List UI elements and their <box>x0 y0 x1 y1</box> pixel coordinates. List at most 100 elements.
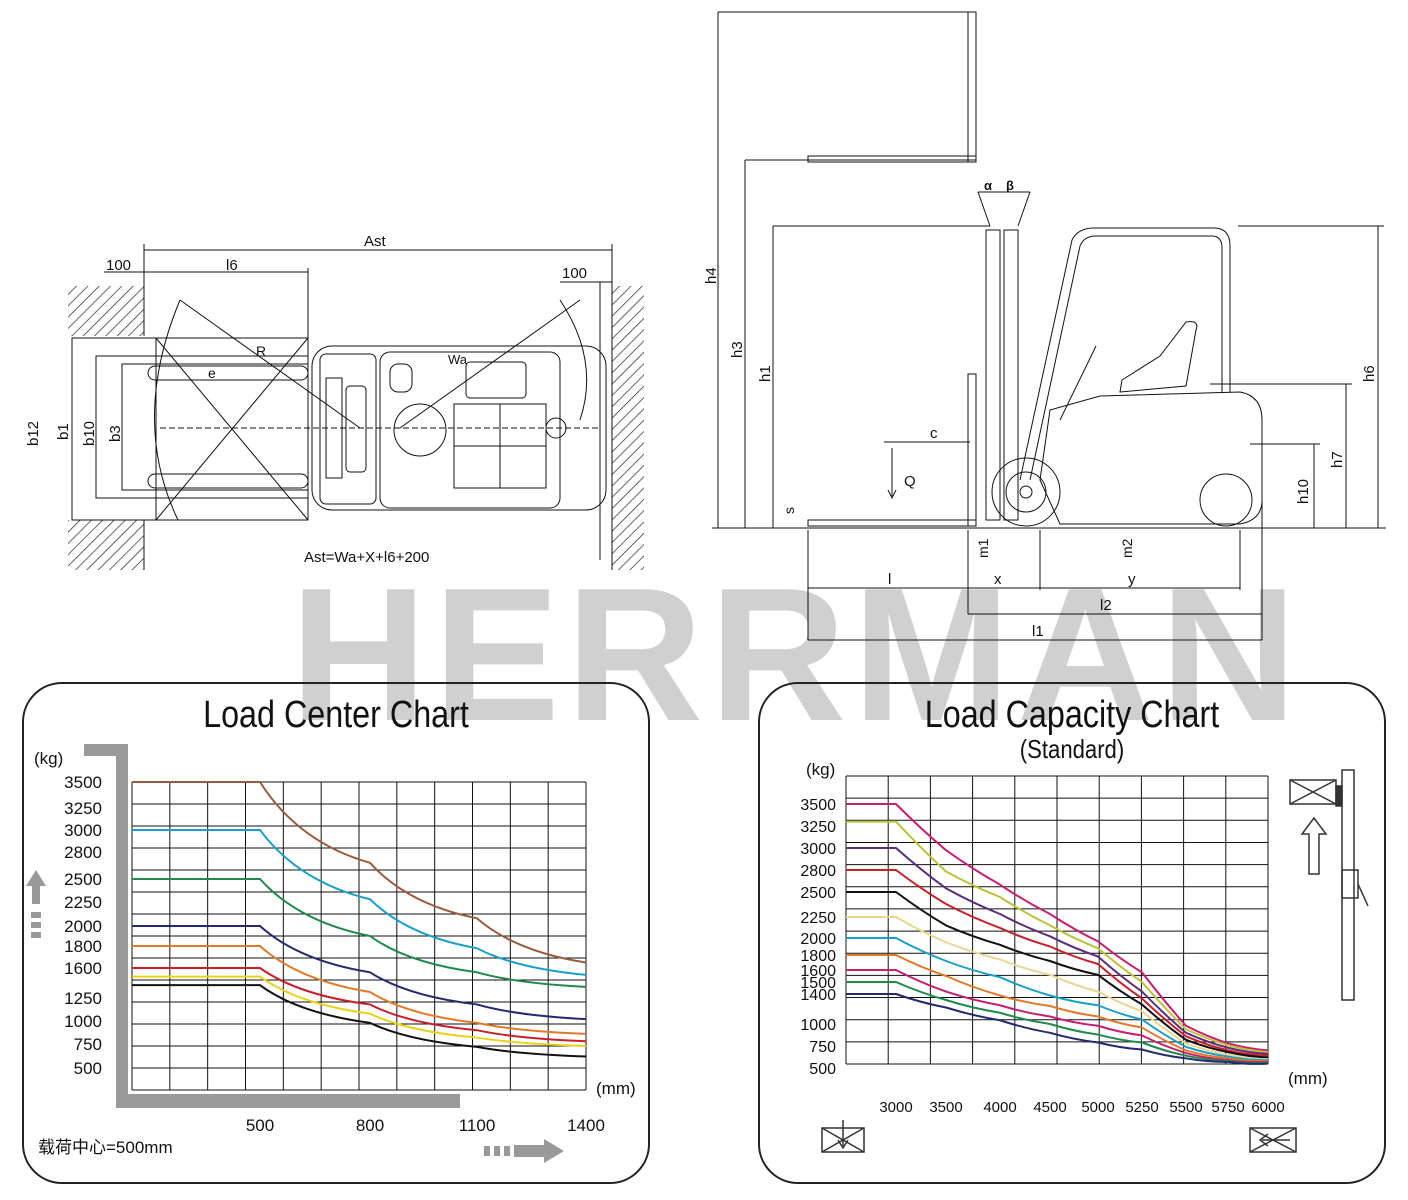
load-capacity-series-line <box>846 916 1269 1061</box>
dim-ast: Ast <box>364 233 387 250</box>
load-capacity-y-unit: (kg) <box>806 760 835 779</box>
load-center-series-line <box>132 829 587 976</box>
load-capacity-x-tick: 3500 <box>929 1099 962 1116</box>
load-center-y-tick: 500 <box>74 1059 102 1078</box>
technical-drawings: Ast l6 100 100 b12 b1 b10 b3 e R Wa Ast=… <box>25 11 1386 641</box>
load-capacity-x-tick: 5000 <box>1081 1099 1114 1116</box>
dim-h7: h7 <box>1329 451 1346 468</box>
up-arrow-dash-2 <box>31 922 41 928</box>
load-center-y-tick: 2000 <box>64 917 102 936</box>
dim-h3: h3 <box>729 341 746 358</box>
load-capacity-x-tick: 5250 <box>1125 1099 1158 1116</box>
load-capacity-chart-title: Load Capacity Chart <box>924 694 1220 736</box>
load-capacity-series-line <box>846 891 1269 1059</box>
load-center-x-tick: 800 <box>356 1116 384 1135</box>
mast-up-arrow-icon <box>1300 816 1328 875</box>
load-center-series-line <box>132 967 587 1043</box>
load-capacity-y-tick: 2250 <box>800 910 836 927</box>
load-capacity-y-tick: 2800 <box>800 863 836 880</box>
dim-l1: l1 <box>1032 623 1044 640</box>
load-capacity-series-line <box>846 937 1269 1062</box>
load-center-series-line <box>132 975 587 1047</box>
load-capacity-y-tick: 2500 <box>800 885 836 902</box>
dim-h6: h6 <box>1361 365 1378 382</box>
load-capacity-series-line <box>846 969 1269 1064</box>
dim-h4: h4 <box>703 267 720 284</box>
load-capacity-x-tick: 5750 <box>1211 1099 1244 1116</box>
load-capacity-x-unit: (mm) <box>1288 1069 1328 1088</box>
load-capacity-series-line <box>846 993 1269 1065</box>
load-center-y-tick: 2250 <box>64 893 102 912</box>
load-center-y-tick: 1600 <box>64 959 102 978</box>
load-center-y-unit: (kg) <box>34 749 63 768</box>
dim-b10: b10 <box>81 421 98 446</box>
right-arrow-dash-1 <box>484 1146 490 1156</box>
load-center-footnote: 载荷中心=500mm <box>38 1138 173 1157</box>
load-capacity-y-tick: 1000 <box>800 1017 836 1034</box>
load-capacity-chart-panel: Load Capacity Chart (Standard) <box>758 682 1386 1184</box>
load-capacity-y-tick: 1500 <box>800 975 836 992</box>
load-capacity-y-tick: 500 <box>809 1061 836 1078</box>
ast-formula: Ast=Wa+X+l6+200 <box>304 549 429 566</box>
pallet-high-icon <box>1249 1127 1297 1153</box>
load-center-series-line <box>132 984 587 1058</box>
load-center-y-tick: 3000 <box>64 821 102 840</box>
load-center-y-tick: 3500 <box>64 773 102 792</box>
dim-l: l <box>888 571 891 588</box>
load-capacity-y-tick: 750 <box>809 1039 836 1056</box>
right-arrow-icon <box>514 1139 564 1163</box>
dim-q: Q <box>904 473 916 490</box>
right-arrow-dash-3 <box>504 1146 510 1156</box>
dim-h1: h1 <box>757 365 774 382</box>
top-view <box>68 244 644 570</box>
load-center-y-tick: 1800 <box>64 937 102 956</box>
load-center-bracket <box>84 744 460 1108</box>
load-capacity-series-line <box>846 869 1269 1057</box>
load-capacity-series-line <box>846 981 1269 1065</box>
pallet-low-icon <box>821 1120 865 1153</box>
side-view <box>712 11 1386 641</box>
load-center-series-line <box>132 925 587 1021</box>
dim-m1: m1 <box>975 538 991 558</box>
dim-e: e <box>208 365 216 381</box>
load-center-series-line <box>132 945 587 1035</box>
dim-m2: m2 <box>1119 538 1135 558</box>
dim-y: y <box>1128 571 1136 588</box>
load-capacity-x-tick: 6000 <box>1251 1099 1284 1116</box>
wall-bottom-left <box>68 520 144 570</box>
load-capacity-y-tick: 1800 <box>800 948 836 965</box>
dim-100-left: 100 <box>106 257 131 274</box>
load-capacity-y-tick: 3000 <box>800 841 836 858</box>
dim-b1: b1 <box>55 423 72 440</box>
load-capacity-y-tick: 1600 <box>800 963 836 980</box>
load-center-series-line <box>132 878 587 988</box>
load-center-x-tick: 1400 <box>567 1116 605 1135</box>
load-capacity-y-tick: 1400 <box>800 987 836 1004</box>
load-center-y-tick: 1250 <box>64 989 102 1008</box>
load-capacity-x-tick: 5500 <box>1169 1099 1202 1116</box>
load-center-y-tick: 1000 <box>64 1012 102 1031</box>
load-capacity-y-tick: 2000 <box>800 931 836 948</box>
load-capacity-y-tick: 3500 <box>800 797 836 814</box>
dim-x: x <box>994 571 1002 588</box>
load-center-y-tick: 2500 <box>64 870 102 889</box>
dim-100-right: 100 <box>562 265 587 282</box>
load-capacity-series-line <box>846 820 1269 1054</box>
up-arrow-dash-1 <box>31 912 41 918</box>
dim-s: s <box>781 507 797 514</box>
load-center-series-line <box>132 781 587 964</box>
dim-beta: β <box>1006 178 1014 193</box>
load-capacity-y-tick: 3250 <box>800 819 836 836</box>
load-capacity-series-line <box>846 954 1269 1063</box>
load-center-x-tick: 500 <box>246 1116 274 1135</box>
mast-raised-icon <box>1289 769 1369 1001</box>
dim-c: c <box>930 425 938 442</box>
load-capacity-series-line <box>846 803 1269 1052</box>
dim-r: R <box>256 343 266 359</box>
load-center-x-unit: (mm) <box>596 1079 636 1098</box>
load-center-chart-title: Load Center Chart <box>203 694 469 736</box>
up-arrow-dash-3 <box>31 932 41 938</box>
load-capacity-x-tick: 3000 <box>879 1099 912 1116</box>
